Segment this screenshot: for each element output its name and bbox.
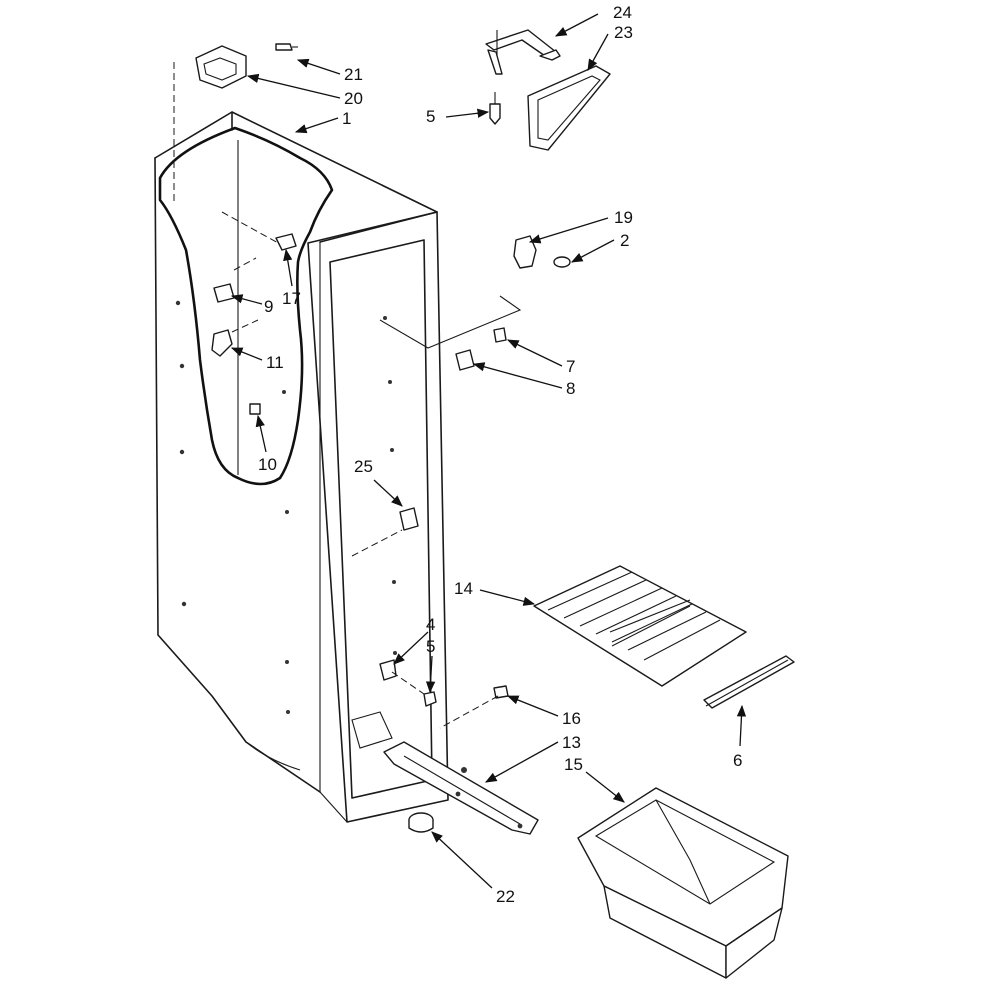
callout-19: 19 (614, 208, 633, 227)
callout-4: 4 (426, 615, 435, 634)
callout-16: 16 (562, 709, 581, 728)
callout-5-top: 5 (426, 107, 435, 126)
light-bracket-part (485, 29, 561, 75)
callout-15: 15 (564, 755, 583, 774)
light-lens-part (527, 65, 611, 151)
clip-part-4 (379, 659, 397, 681)
callout-8: 8 (566, 379, 575, 398)
clip-part-9 (213, 257, 257, 303)
callout-14: 14 (454, 579, 473, 598)
screw-part-5-lower (391, 671, 437, 707)
callout-11: 11 (266, 353, 284, 372)
liner-cutaway (158, 62, 334, 486)
liner-holes (175, 300, 397, 714)
callout-21: 21 (344, 65, 363, 84)
callout-9: 9 (264, 297, 273, 316)
screw-part-16 (439, 685, 509, 729)
callout-7: 7 (566, 357, 575, 376)
callout-1: 1 (342, 109, 351, 128)
callout-20: 20 (344, 89, 363, 108)
screw-part-21 (275, 43, 298, 51)
callout-25: 25 (354, 457, 373, 476)
clip-part-8 (455, 349, 475, 371)
screw-part-5-top (489, 92, 501, 125)
callout-labels: 24 23 21 20 1 5 19 2 17 9 7 8 11 10 25 1… (258, 3, 742, 906)
clip-part-11 (211, 319, 259, 357)
callout-24: 24 (613, 3, 632, 22)
clip-part-7 (379, 295, 522, 349)
hinge-bracket-part (195, 45, 247, 89)
callout-6: 6 (733, 751, 742, 770)
callout-10: 10 (258, 455, 277, 474)
clip-part-17 (221, 211, 297, 251)
freezer-pan-part (577, 787, 789, 979)
callout-5-lower: 5 (426, 637, 435, 656)
cap-part-22 (408, 812, 434, 833)
leader-lines (230, 13, 747, 889)
clip-part-25 (351, 507, 419, 557)
callout-22: 22 (496, 887, 515, 906)
shelf-trim-part (703, 655, 795, 709)
freezer-liner (154, 111, 449, 823)
screw-part-10 (249, 403, 261, 415)
callout-13: 13 (562, 733, 581, 752)
callout-2: 2 (620, 231, 629, 250)
wire-shelf-part (533, 565, 747, 687)
light-bulb-part (553, 256, 571, 268)
callout-17: 17 (282, 289, 301, 308)
callout-23: 23 (614, 23, 633, 42)
pan-rail-part (383, 741, 539, 835)
